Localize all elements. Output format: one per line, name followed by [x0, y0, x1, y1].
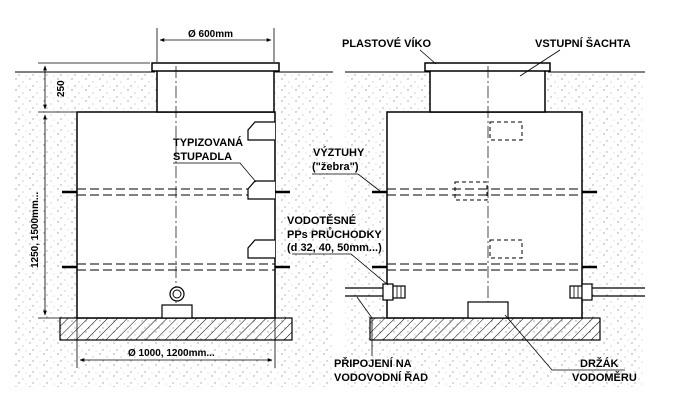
shaft-body-right [386, 111, 583, 319]
ladder-rung-3 [247, 239, 275, 259]
ribs-label-2: ("žebra") [312, 161, 359, 173]
base-slab-right [369, 317, 601, 341]
lid-left [151, 62, 280, 72]
fitting-left [169, 286, 185, 302]
holder-label-1: DRŽÁK [580, 357, 619, 370]
passages-label-1: VODOTĚSNÉ [287, 214, 356, 227]
dim-depth-text: 250 [56, 80, 67, 97]
shaft-neck-left [156, 69, 275, 113]
ribs-label-1: VÝZTUHY [313, 146, 365, 159]
shaft-label: VSTUPNÍ ŠACHTA [535, 37, 631, 50]
dimension-top-diameter: Ø 600mm [156, 28, 275, 62]
callout-passages: VODOTĚSNÉ PPs PRŮCHODKY (d 32, 40, 50mm.… [287, 214, 389, 286]
ladder-label-2: STUPADLA [173, 151, 232, 163]
callout-lid: PLASTOVÉ VÍKO [342, 37, 437, 65]
dim-top-diameter-text: Ø 600mm [188, 29, 233, 40]
base-slab-left [59, 317, 293, 341]
lid-label: PLASTOVÉ VÍKO [342, 37, 431, 50]
holder-label-2: VODOMĚRU [572, 371, 637, 384]
meter-holder-right [467, 301, 509, 319]
dimension-vertical: 250 1250, 1500mm... [30, 62, 150, 319]
left-shaft [59, 62, 293, 341]
ladder-label-1: TYPIZOVANÁ [173, 136, 243, 149]
callout-holder: DRŽÁK VODOMĚRU [504, 314, 637, 384]
callout-connection: PŘIPOJENÍ NA VODOVODNÍ ŘAD [334, 296, 428, 384]
passages-label-2: PPs PRŮCHODKY [287, 227, 382, 241]
lid-right [424, 62, 551, 72]
callout-ladder: TYPIZOVANÁ STUPADLA [173, 136, 257, 183]
dim-height-text: 1250, 1500mm... [30, 192, 41, 268]
right-shaft [345, 62, 645, 341]
dim-bottom-diameter-text: Ø 1000, 1200mm... [128, 348, 215, 359]
shaft-neck-right [429, 69, 546, 113]
connection-label-1: PŘIPOJENÍ NA [334, 357, 412, 370]
callout-shaft: VSTUPNÍ ŠACHTA [519, 37, 631, 77]
callout-ribs: VÝZTUHY ("žebra") [312, 146, 381, 192]
dimension-bottom-diameter: Ø 1000, 1200mm... [76, 318, 276, 368]
passages-label-3: (d 32, 40, 50mm...) [287, 242, 382, 254]
connection-label-2: VODOVODNÍ ŘAD [334, 371, 428, 384]
water-pipe [345, 283, 645, 301]
ladder-rung-2 [247, 180, 275, 200]
meter-holder-left [161, 304, 193, 319]
ladder-rung-1 [247, 121, 275, 141]
